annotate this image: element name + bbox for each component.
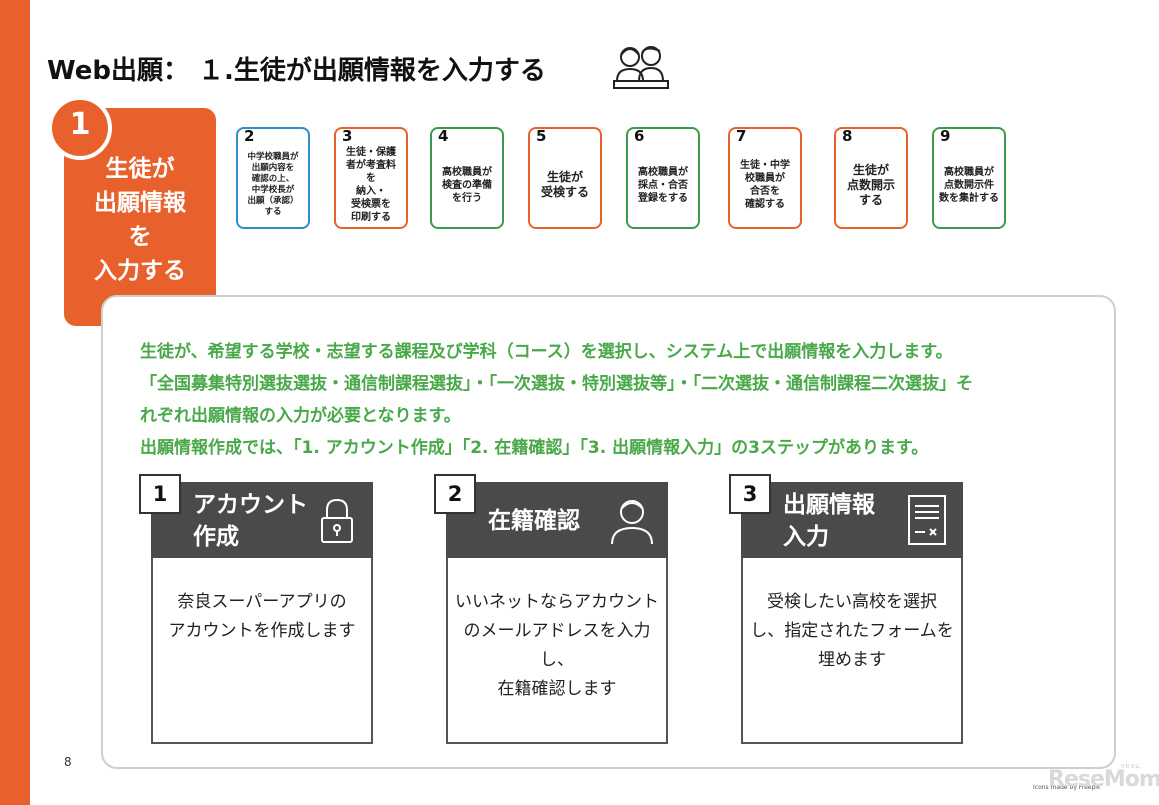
step-description: 生徒が 受検する [540, 170, 589, 199]
substep-card-enrollment: 在籍確認 2 いいネットならアカウント のメールアドレスを入力し、 在籍確認しま… [434, 474, 668, 744]
step-description: 中学校職員が 出願内容を 確認の上、 中学校長が 出願（承認） する [247, 152, 299, 217]
site-logo-sub: リセマム [1120, 764, 1141, 770]
step-card-7: 7 生徒・中学 校職員が 合否を 確認する [728, 127, 802, 229]
step-description: 生徒が 点数開示 する [846, 162, 895, 207]
icon-credit: Icons made by Freepik [1033, 784, 1101, 791]
description-line: れぞれ出願情報の入力が必要となります。 [140, 406, 461, 426]
site-logo: ReseMom [1048, 767, 1159, 792]
card-text: 受検したい高校を選択 し、指定されたフォームを 埋めます [750, 592, 954, 670]
step-card-8: 8 生徒が 点数開示 する [834, 127, 908, 229]
card-number: 3 [729, 474, 771, 514]
substep-card-account: アカウント 作成 1 奈良スーパーアプリの アカウントを作成します [139, 474, 373, 744]
card-text: いいネットならアカウント のメールアドレスを入力し、 在籍確認します [455, 592, 659, 699]
step-card-4: 4 高校職員が 検査の準備 を行う [430, 127, 504, 229]
step-card-5: 5 生徒が 受検する [528, 127, 602, 229]
step-number: 6 [634, 127, 645, 145]
description-line: 出願情報作成では、「1. アカウント作成」「2. 在籍確認」「3. 出願情報入力… [140, 438, 929, 458]
step-description: 高校職員が 採点・合否 登録をする [638, 166, 688, 204]
step-number: 8 [842, 127, 853, 145]
step-description: 高校職員が 点数開示件 数を集計する [939, 166, 999, 204]
card-title: アカウント 作成 [193, 492, 308, 550]
step-number: 7 [736, 127, 747, 145]
step-number: 9 [940, 127, 951, 145]
students-icon [613, 46, 669, 89]
step-number: 3 [342, 127, 353, 145]
card-body: いいネットならアカウント のメールアドレスを入力し、 在籍確認します [446, 558, 668, 744]
step-description: 生徒・中学 校職員が 合否を 確認する [740, 160, 790, 210]
step-card-2: 2 中学校職員が 出願内容を 確認の上、 中学校長が 出願（承認） する [236, 127, 310, 229]
side-accent-bar [0, 0, 30, 805]
card-text: 奈良スーパーアプリの アカウントを作成します [168, 592, 356, 641]
step-number: 4 [438, 127, 449, 145]
current-step-badge [48, 96, 112, 160]
form-icon [908, 495, 946, 545]
current-step-label: 生徒が 出願情報 を 入力する [94, 156, 186, 284]
substep-card-application: 出願情報 入力 3 受検したい高校を選択 し、指定されたフォームを 埋めます [729, 474, 963, 744]
page-number: 8 [64, 755, 72, 769]
card-body: 受検したい高校を選択 し、指定されたフォームを 埋めます [741, 558, 963, 744]
description-line: 生徒が、希望する学校・志望する課程及び学科（コース）を選択し、システム上で出願情… [140, 342, 953, 362]
description-line: 「全国募集特別選抜選抜・通信制課程選抜」・「一次選抜・特別選抜等」・「二次選抜・… [140, 374, 973, 394]
card-header: 在籍確認 [446, 482, 668, 558]
step-card-9: 9 高校職員が 点数開示件 数を集計する [932, 127, 1006, 229]
card-number: 1 [139, 474, 181, 514]
current-step-number: 1 [69, 106, 91, 142]
card-header: アカウント 作成 [151, 482, 373, 558]
card-title: 在籍確認 [488, 508, 580, 534]
card-body: 奈良スーパーアプリの アカウントを作成します [151, 558, 373, 744]
step-description: 高校職員が 検査の準備 を行う [442, 166, 492, 204]
description-block: 生徒が、希望する学校・志望する課程及び学科（コース）を選択し、システム上で出願情… [140, 336, 1100, 464]
page-title: Web出願： １.生徒が出願情報を入力する [47, 56, 546, 86]
person-icon [611, 500, 653, 545]
card-number: 2 [434, 474, 476, 514]
step-number: 5 [536, 127, 547, 145]
step-card-3: 3 生徒・保護 者が考査料 を 納入・ 受検票を 印刷する [334, 127, 408, 229]
step-number: 2 [244, 127, 255, 145]
lock-icon [321, 498, 353, 543]
card-header: 出願情報 入力 [741, 482, 963, 558]
card-title: 出願情報 入力 [783, 492, 875, 550]
step-card-6: 6 高校職員が 採点・合否 登録をする [626, 127, 700, 229]
step-description: 生徒・保護 者が考査料 を 納入・ 受検票を 印刷する [346, 147, 396, 223]
